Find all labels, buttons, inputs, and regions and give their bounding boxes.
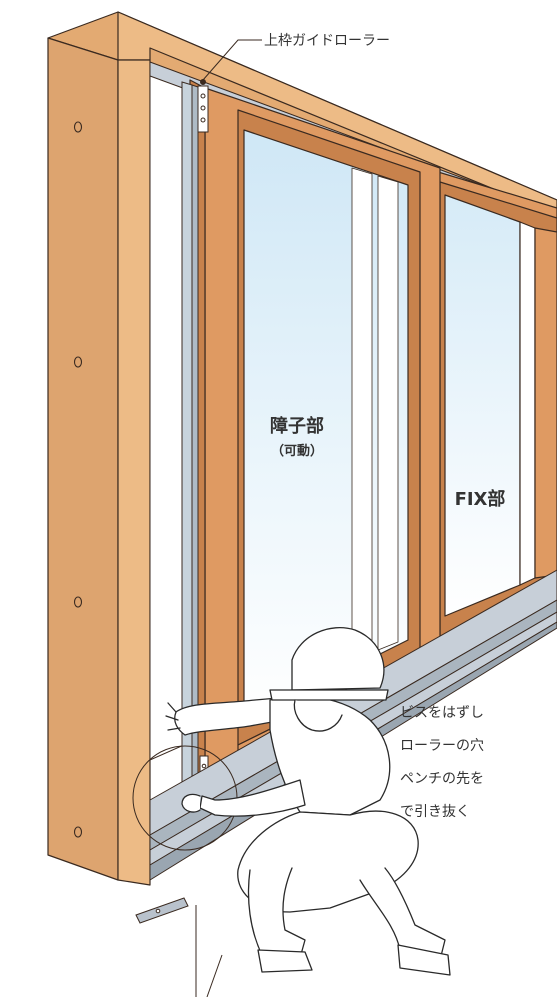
guide-rail [181,81,199,801]
floor-line [206,954,223,997]
screw-holes [73,121,83,838]
removed-roller [135,897,189,924]
fix-sash [424,167,557,671]
fix-part-label: FIX部 [455,488,506,510]
top-roller-leader [202,39,262,81]
instruction-line: で引き抜く [400,804,470,820]
top-guide-roller [197,79,209,133]
instruction-line: ローラーの穴 [400,738,484,754]
screw-icon [73,121,83,133]
frame-left-side [47,37,119,881]
screw-icon [73,356,83,368]
top-guide-roller-label: 上枠ガイドローラー [264,33,390,49]
instruction-text: ビスをはずし ローラーの穴 ペンチの先を で引き抜く [400,705,484,820]
instruction-line: ペンチの先を [400,771,484,787]
fix-glass [444,194,521,617]
instruction-line: ビスをはずし [400,705,484,721]
screw-icon [73,826,83,838]
shoji-part-label: 障子部 [270,415,324,437]
frame-left-front [117,59,151,886]
shoji-sub-label: （可動） [271,443,323,459]
screw-icon [73,596,83,608]
shoji-label-group: 障子部 （可動） [270,415,324,459]
worker-illustration [165,626,451,976]
